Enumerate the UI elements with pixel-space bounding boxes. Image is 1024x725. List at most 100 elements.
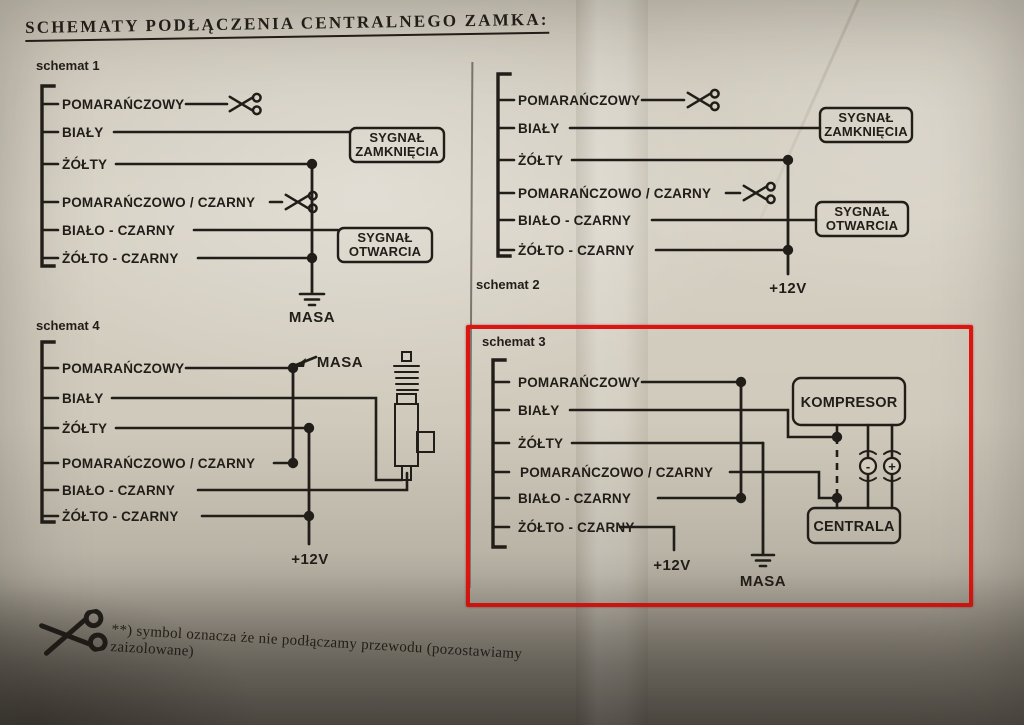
svg-text:OTWARCIA: OTWARCIA	[349, 244, 422, 259]
photo-corner-shadow	[0, 585, 260, 725]
junction-dot	[287, 457, 299, 469]
svg-text:OTWARCIA: OTWARCIA	[826, 218, 899, 233]
highlight-box	[466, 325, 973, 607]
schematic-4: schemat 4 POMARAŃCZOWY BIAŁY ŻÓŁTY	[36, 318, 435, 568]
connector-bracket	[40, 340, 56, 524]
wire-label: ŻÓŁTY	[62, 157, 107, 172]
wire-label: BIAŁY	[62, 125, 104, 140]
wire-label: POMARAŃCZOWY	[62, 97, 184, 112]
junction-dot	[782, 244, 794, 256]
svg-text:SYGNAŁ: SYGNAŁ	[369, 130, 424, 145]
connector-bracket	[40, 84, 56, 268]
junction-dot	[306, 252, 318, 264]
wire-label: POMARAŃCZOWY	[518, 93, 640, 108]
wire-label: BIAŁY	[518, 403, 560, 418]
wire-label: POMARAŃCZOWY	[518, 375, 640, 390]
wire-label: BIAŁO - CZARNY	[62, 483, 175, 498]
wire-label: ŻÓŁTO - CZARNY	[518, 520, 635, 535]
schematic-3: schemat 3 POMARAŃCZOWY BIAŁY ŻÓŁTY POMAR…	[482, 334, 907, 590]
wire-label: POMARAŃCZOWO / CZARNY	[520, 465, 713, 480]
wire-row: ŻÓŁTO - CZARNY	[40, 251, 314, 266]
wire-label: ŻÓŁTO - CZARNY	[62, 509, 179, 524]
scissors-icon	[742, 181, 776, 205]
junction-dot	[735, 376, 747, 388]
ground-icon	[298, 292, 326, 307]
photo-shadow	[0, 575, 1024, 725]
plus-wire-connector: +	[882, 423, 902, 510]
wire-row: ŻÓŁTY	[40, 157, 314, 172]
svg-text:KOMPRESOR: KOMPRESOR	[801, 395, 898, 411]
junction-dot	[831, 492, 843, 504]
wire-row: BIAŁY	[491, 403, 839, 439]
schematic-1: schemat 1 POMARAŃCZOWY BIAŁY ŻÓŁTY POMAR…	[36, 58, 446, 326]
minus-wire-connector: -	[858, 423, 878, 510]
kompresor-box: KOMPRESOR	[791, 376, 907, 427]
wire-label: BIAŁO - CZARNY	[518, 491, 631, 506]
wire-row: BIAŁO - CZARNY	[40, 223, 340, 238]
svg-text:CENTRALA: CENTRALA	[813, 519, 895, 535]
junction-dot	[782, 154, 794, 166]
wire-label: BIAŁO - CZARNY	[518, 213, 631, 228]
wire-row: ŻÓŁTO - CZARNY	[40, 509, 311, 524]
power-label: +12V	[653, 557, 690, 574]
wire-row: ŻÓŁTY	[496, 153, 790, 168]
wire-row: POMARAŃCZOWO / CZARNY	[40, 456, 295, 471]
signal-close-box: SYGNAŁ ZAMKNIĘCIA	[348, 126, 446, 164]
wire-label: BIAŁY	[62, 391, 104, 406]
wire-row: BIAŁO - CZARNY	[40, 471, 409, 498]
ground-icon	[750, 553, 776, 568]
wire-label: POMARAŃCZOWO / CZARNY	[62, 456, 255, 471]
junction-dot	[306, 158, 318, 170]
junction-dot	[303, 422, 315, 434]
wire-row: POMARAŃCZOWO / CZARNY	[496, 181, 776, 205]
centrala-box: CENTRALA	[806, 506, 902, 545]
signal-close-box: SYGNAŁ ZAMKNIĘCIA	[818, 106, 914, 144]
wire-row: BIAŁY	[496, 121, 822, 136]
wire-row: POMARAŃCZOWY	[40, 92, 262, 116]
wire-row: POMARAŃCZOWO / CZARNY	[40, 190, 318, 214]
svg-text:-: -	[866, 459, 870, 474]
svg-text:ZAMKNIĘCIA: ZAMKNIĘCIA	[824, 124, 908, 139]
junction-dot	[831, 431, 843, 443]
wire-row: ŻÓŁTO - CZARNY	[496, 243, 790, 258]
signal-open-box: SYGNAŁ OTWARCIA	[336, 226, 434, 264]
signal-open-box: SYGNAŁ OTWARCIA	[814, 200, 910, 238]
schematic-2: POMARAŃCZOWY BIAŁY ŻÓŁTY POMARAŃCZOWO / …	[476, 72, 914, 297]
wire-row: BIAŁY	[40, 125, 352, 140]
wire-label: ŻÓŁTY	[62, 421, 107, 436]
connector-bracket	[491, 358, 507, 549]
wire-label: POMARAŃCZOWO / CZARNY	[518, 186, 711, 201]
schematic-3-label: schemat 3	[482, 334, 546, 349]
junction-dot	[735, 492, 747, 504]
svg-text:+: +	[888, 459, 896, 474]
scissors-icon	[228, 92, 262, 116]
wire-row: BIAŁO - CZARNY	[491, 491, 743, 506]
wire-label: ŻÓŁTO - CZARNY	[62, 251, 179, 266]
wire-label: POMARAŃCZOWO / CZARNY	[62, 195, 255, 210]
schematic-4-label: schemat 4	[36, 318, 100, 333]
wire-label: BIAŁO - CZARNY	[62, 223, 175, 238]
schematic-2-label: schemat 2	[476, 277, 540, 292]
wire-label: ŻÓŁTY	[518, 153, 563, 168]
power-label: +12V	[291, 551, 328, 568]
ground-label: MASA	[317, 354, 363, 371]
wire-row: POMARAŃCZOWY	[40, 361, 295, 376]
svg-text:SYGNAŁ: SYGNAŁ	[834, 204, 889, 219]
ground-label: MASA	[289, 309, 335, 326]
svg-text:SYGNAŁ: SYGNAŁ	[357, 230, 412, 245]
power-label: +12V	[769, 280, 806, 297]
arrow-icon	[294, 355, 318, 367]
wire-row: BIAŁO - CZARNY	[496, 213, 818, 228]
wire-row: ŻÓŁTY	[491, 436, 765, 451]
junction-dot	[303, 510, 315, 522]
page-title: SCHEMATY PODŁĄCZENIA CENTRALNEGO ZAMKA:	[25, 9, 549, 42]
wire-row: ŻÓŁTY	[40, 421, 311, 436]
wire-label: POMARAŃCZOWY	[62, 361, 184, 376]
ground-label: MASA	[740, 573, 786, 590]
wire-label: ŻÓŁTY	[518, 436, 563, 451]
scissors-icon	[686, 88, 720, 112]
wire-label: BIAŁY	[518, 121, 560, 136]
connector-bracket	[496, 72, 512, 258]
svg-text:SYGNAŁ: SYGNAŁ	[838, 110, 893, 125]
